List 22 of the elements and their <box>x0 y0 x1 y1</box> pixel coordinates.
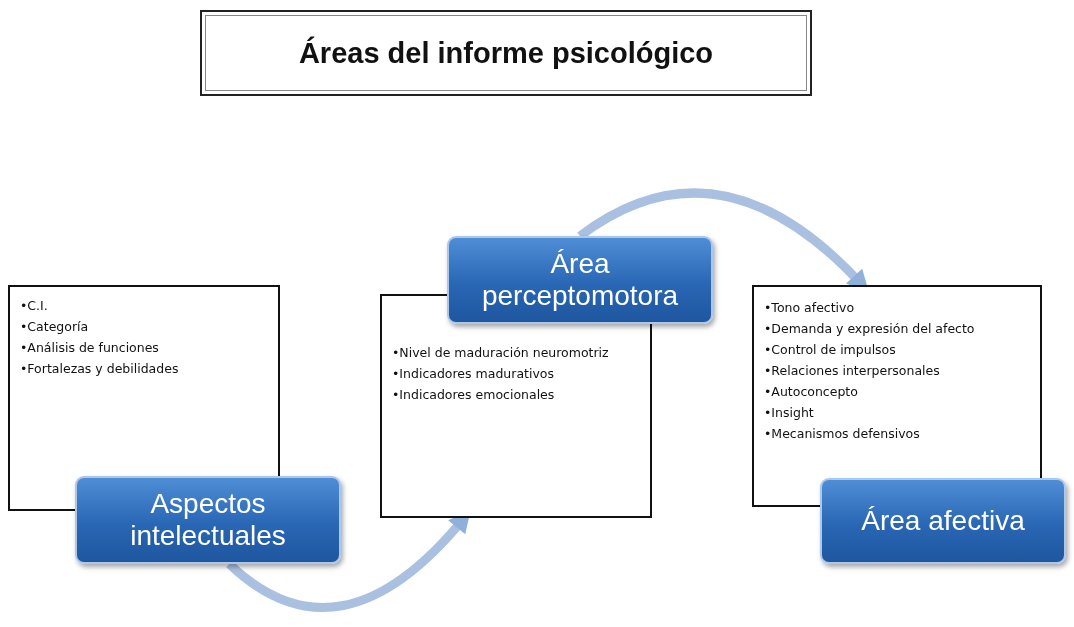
bullet-item: •Fortalezas y debilidades <box>20 360 180 378</box>
bullet-item: •Autoconcepto <box>764 383 859 401</box>
title: Áreas del informe psicológico <box>298 36 714 70</box>
bullet-item: •Análisis de funciones <box>20 339 160 357</box>
heading-text: Área afectiva <box>860 505 1026 537</box>
heading-box <box>447 236 713 324</box>
bullet-item: •Mecanismos defensivos <box>764 425 921 443</box>
heading-text: Área perceptomotora <box>480 248 680 312</box>
bullet-item: •Demanda y expresión del afecto <box>764 320 976 338</box>
bullet-item: •Indicadores madurativos <box>392 365 555 383</box>
bullet-item: •Control de impulsos <box>764 341 897 359</box>
bullet-item: •Tono afectivo <box>764 299 856 317</box>
bullet-item: •Indicadores emocionales <box>392 386 556 404</box>
bullet-item: •C.I. <box>20 297 49 315</box>
bullet-item: •Categoría <box>20 318 90 336</box>
heading-box <box>820 478 1066 564</box>
bullet-item: •Insight <box>764 404 815 422</box>
bullet-item: •Nivel de maduración neuromotriz <box>392 344 610 362</box>
heading-box <box>75 476 341 564</box>
bullet-item: •Relaciones interpersonales <box>764 362 941 380</box>
list-box <box>752 285 1042 507</box>
heading-text: Aspectos intelectuales <box>129 488 287 552</box>
